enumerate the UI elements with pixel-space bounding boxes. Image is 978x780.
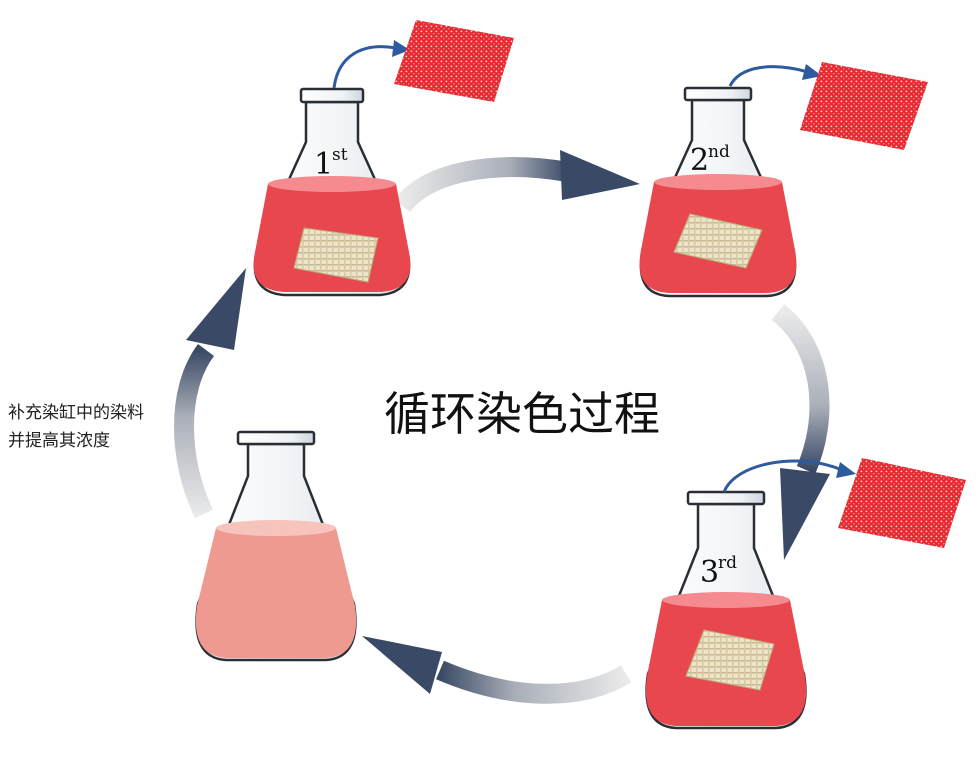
- arrow-flask4-to-flask1: [174, 268, 246, 519]
- stage-number: 1: [314, 147, 333, 182]
- stage-suffix: nd: [708, 142, 730, 162]
- fabric-dyed-3: [838, 458, 966, 548]
- stage-suffix: st: [332, 145, 348, 165]
- side-note-line-1: 补充染缸中的染料: [8, 402, 144, 423]
- flask-2: 2 nd: [639, 86, 797, 298]
- lift-arrow-1: [332, 45, 397, 89]
- lift-arrow-2: [728, 65, 809, 87]
- flask-3: 3 rd: [645, 490, 807, 730]
- flask-4: [195, 430, 357, 662]
- diagram-title: 循环染色过程: [384, 387, 660, 441]
- stage-suffix: rd: [718, 553, 737, 573]
- arrow-flask3-to-flask4: [362, 636, 632, 704]
- flask-1: 1 st: [253, 87, 411, 297]
- fabric-dyed-1: [394, 20, 514, 102]
- stage-number: 2: [690, 143, 709, 178]
- stage-number: 3: [700, 555, 719, 590]
- arrow-flask1-to-flask2: [393, 150, 640, 213]
- fabric-undyed: [673, 213, 763, 269]
- lift-arrow-3: [722, 459, 843, 493]
- fabric-undyed: [685, 629, 775, 691]
- dyed-fabrics: [394, 20, 966, 548]
- fabric-dyed-2: [800, 62, 928, 150]
- cycle-arrows: [174, 150, 830, 704]
- side-note-line-2: 并提高其浓度: [8, 431, 110, 451]
- lift-arrows: [332, 40, 856, 493]
- arrow-flask2-to-flask3: [771, 304, 830, 560]
- fabric-undyed: [293, 227, 379, 283]
- dye-bath-replenished: [195, 528, 357, 658]
